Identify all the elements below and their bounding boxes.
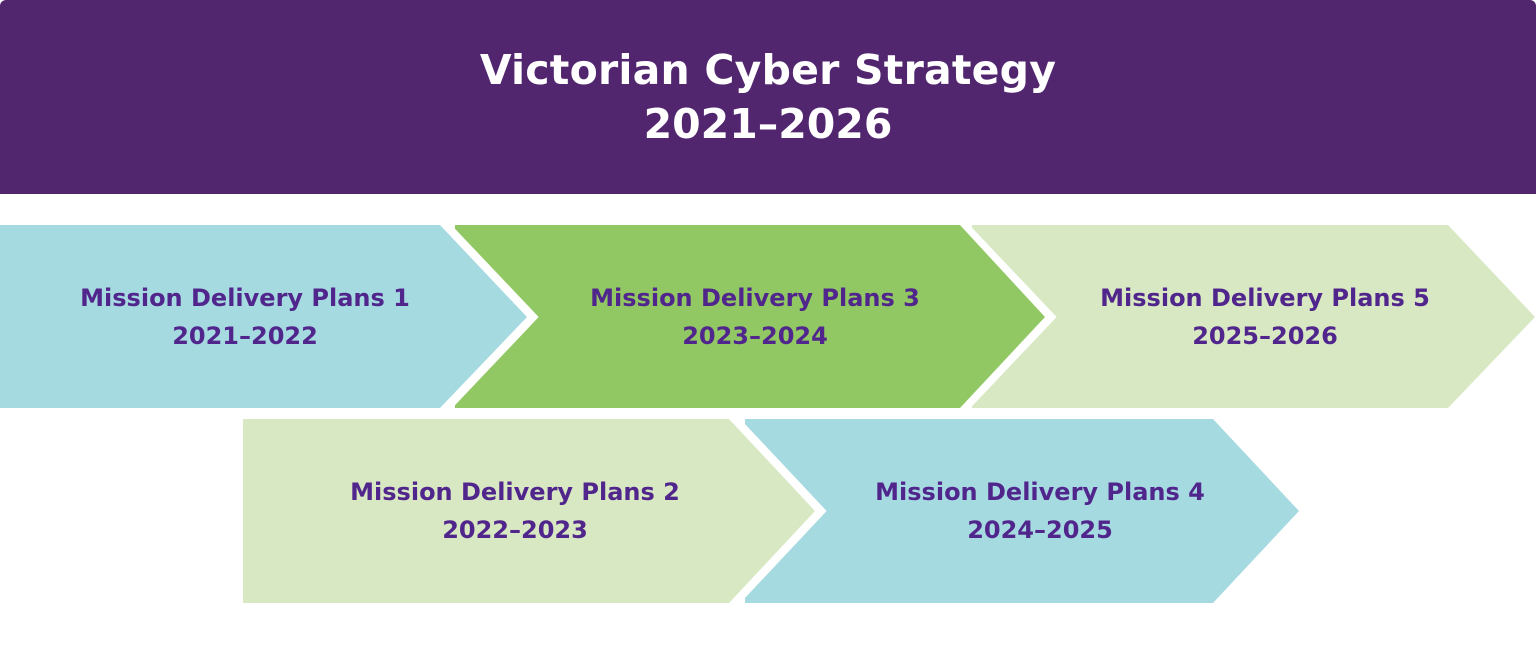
plan-5-label: Mission Delivery Plans 5 2025–2026 bbox=[1030, 225, 1500, 408]
plan-2-label: Mission Delivery Plans 2 2022–2023 bbox=[270, 419, 760, 603]
strategy-header: Victorian Cyber Strategy 2021–2026 bbox=[0, 0, 1536, 194]
plan-1-label: Mission Delivery Plans 1 2021–2022 bbox=[0, 225, 490, 408]
header-title: Victorian Cyber Strategy bbox=[479, 46, 1057, 94]
plan-4-label: Mission Delivery Plans 4 2024–2025 bbox=[795, 419, 1285, 603]
header-period: 2021–2026 bbox=[643, 100, 893, 148]
plan-4-period: 2024–2025 bbox=[967, 516, 1113, 544]
arrow-plan-5 bbox=[972, 225, 1535, 408]
arrow-plan-1 bbox=[0, 225, 527, 408]
arrow-plan-4 bbox=[745, 419, 1299, 603]
plan-3-period: 2023–2024 bbox=[682, 321, 828, 350]
plan-2-period: 2022–2023 bbox=[442, 516, 588, 544]
plan-2-title: Mission Delivery Plans 2 bbox=[350, 478, 680, 506]
arrow-plan-2 bbox=[243, 419, 815, 603]
plan-3-label: Mission Delivery Plans 3 2023–2024 bbox=[510, 225, 1000, 408]
plan-4-title: Mission Delivery Plans 4 bbox=[875, 478, 1205, 506]
plan-3-title: Mission Delivery Plans 3 bbox=[590, 283, 920, 312]
plan-1-period: 2021–2022 bbox=[172, 321, 318, 350]
plan-5-period: 2025–2026 bbox=[1192, 321, 1338, 350]
plan-5-title: Mission Delivery Plans 5 bbox=[1100, 283, 1430, 312]
plan-1-title: Mission Delivery Plans 1 bbox=[80, 283, 410, 312]
